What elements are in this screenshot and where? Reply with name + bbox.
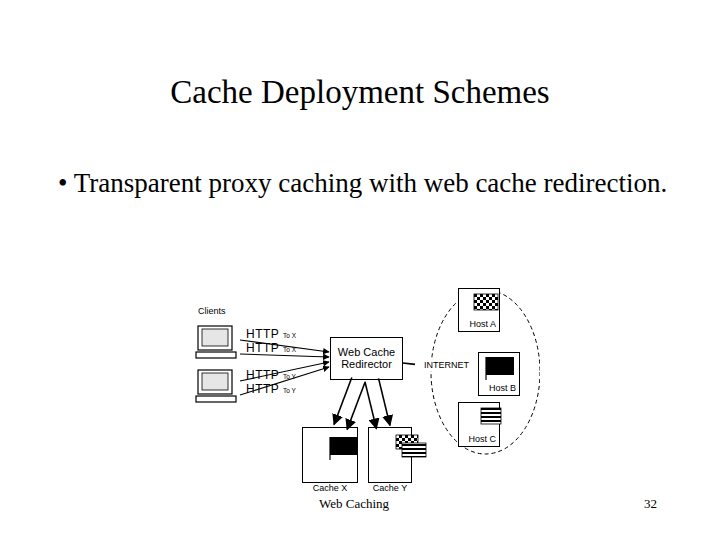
bullet-text: • Transparent proxy caching with web cac… [58, 162, 673, 206]
page-number: 32 [644, 496, 657, 513]
connector [379, 378, 390, 425]
monitor [198, 326, 232, 350]
cache-box: Cache X [302, 427, 358, 483]
connector [403, 363, 415, 364]
client-computer [196, 326, 236, 358]
node-text: Cache Y [373, 483, 407, 493]
footer-text: Web Caching [319, 496, 389, 513]
group-label: Clients [198, 306, 226, 318]
protocol-label: HTTP [246, 341, 279, 357]
monitor [198, 370, 232, 394]
host-box: Host B [478, 352, 520, 396]
node-text: INTERNET [423, 360, 470, 370]
connector [365, 382, 376, 429]
target-label: To X [283, 332, 296, 340]
redirector-box: Web Cache Redirector [330, 337, 403, 380]
slide-title: Cache Deployment Schemes [0, 74, 720, 111]
screen [202, 329, 228, 346]
client-computer [196, 370, 236, 402]
target-label: To Y [283, 373, 296, 381]
node-text: Web Cache Redirector [331, 346, 402, 371]
node-text: Cache X [313, 483, 348, 493]
target-label: To Y [283, 387, 296, 395]
protocol-label: HTTP [246, 327, 279, 343]
host-box: Host C [458, 402, 500, 447]
screen [202, 373, 228, 390]
node-text: Host B [489, 383, 516, 393]
protocol-label: HTTP [246, 368, 279, 384]
cache-box: Cache Y [368, 427, 412, 483]
connector [347, 382, 365, 429]
protocol-label: HTTP [246, 382, 279, 398]
node-text: Host A [469, 319, 496, 329]
target-label: To X [283, 346, 296, 354]
connector [334, 378, 352, 425]
keyboard [196, 396, 236, 402]
keyboard [196, 352, 236, 358]
node-text: Host C [468, 434, 496, 444]
host-box: Host A [458, 288, 500, 332]
